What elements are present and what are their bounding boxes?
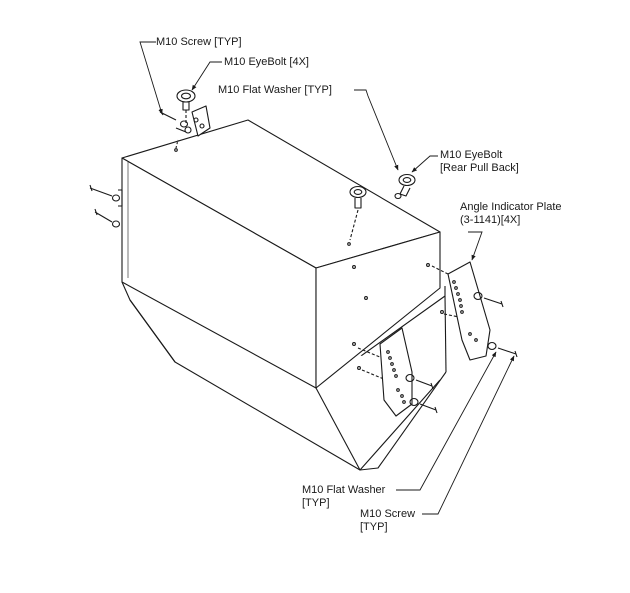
- label-m10-flat-washer-bottom-line1: M10 Flat Washer: [302, 484, 386, 496]
- label-m10-flat-washer-top: M10 Flat Washer [TYP]: [218, 84, 332, 96]
- eyebolt-top-center: [347, 185, 367, 246]
- label-m10-eyebolt-rear-line1: M10 EyeBolt: [440, 149, 503, 161]
- angle-indicator-plate-left: [379, 327, 438, 417]
- top-bracket: [159, 105, 211, 152]
- label-m10-screw-bottom-line1: M10 Screw: [360, 508, 416, 520]
- left-side-screws: [89, 184, 123, 228]
- label-m10-screw-top: M10 Screw [TYP]: [156, 36, 242, 48]
- label-m10-flat-washer-bottom-line2: [TYP]: [302, 497, 330, 509]
- label-angle-plate-line2: (3-1141)[4X]: [460, 214, 521, 226]
- label-m10-eyebolt-rear-line2: [Rear Pull Back]: [440, 162, 519, 174]
- angle-indicator-plate-right: [447, 261, 518, 361]
- leader-lines: [139, 41, 515, 515]
- eyebolt-top-left: [176, 89, 196, 124]
- label-m10-screw-bottom-line2: [TYP]: [360, 521, 388, 533]
- lower-housing: [121, 281, 447, 471]
- eyebolt-rear: [394, 173, 416, 200]
- upper-housing: [121, 119, 441, 389]
- label-m10-eyebolt-4x: M10 EyeBolt [4X]: [224, 56, 309, 68]
- label-angle-plate-line1: Angle Indicator Plate: [460, 201, 562, 213]
